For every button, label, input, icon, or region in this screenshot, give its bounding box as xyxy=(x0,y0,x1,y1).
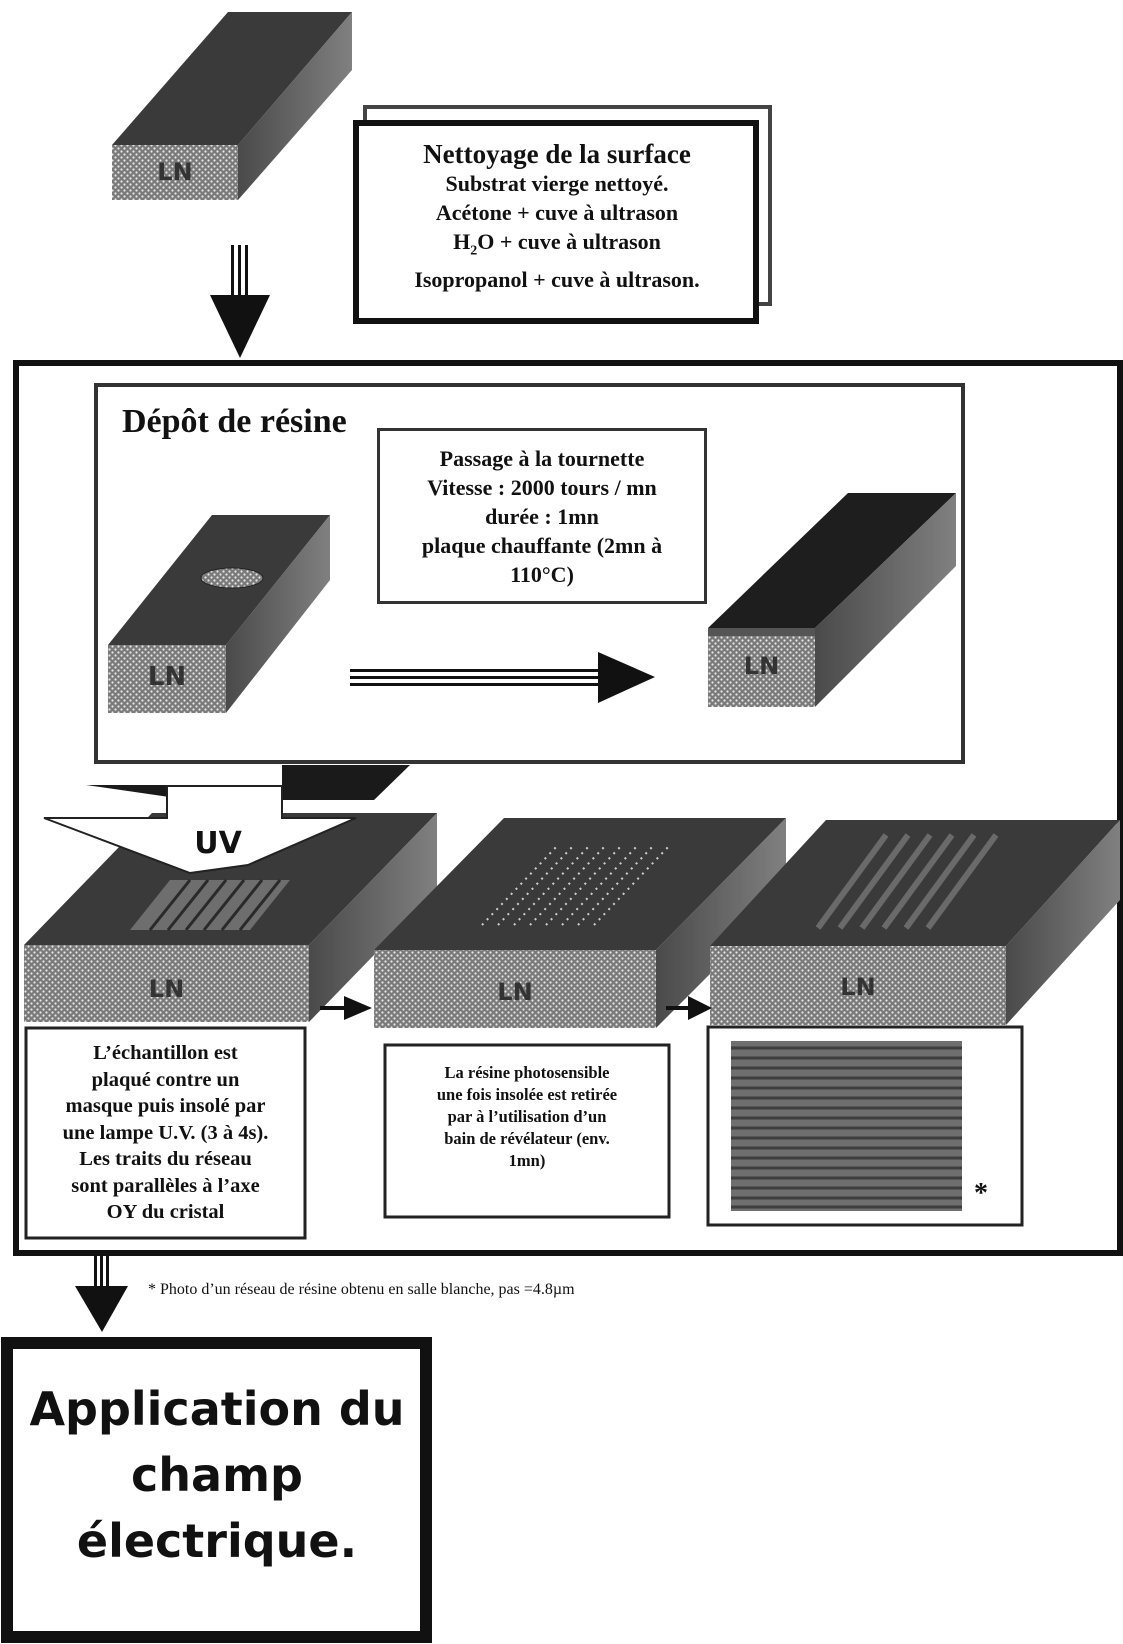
cleaning-text: Nettoyage de la surface Substrat vierge … xyxy=(362,140,752,294)
process-frame xyxy=(13,360,1123,1256)
ln-label-1: LN xyxy=(157,158,193,186)
footnote: * Photo d’un réseau de résine obtenu en … xyxy=(148,1281,575,1298)
spin-coat-box: Passage à la tournette Vitesse : 2000 to… xyxy=(377,428,707,604)
cleaning-frame-inner xyxy=(353,120,759,324)
step-arrow-2 xyxy=(666,996,712,1020)
development-box-frame xyxy=(383,1043,671,1219)
ln-label-6: LN xyxy=(840,973,876,1001)
development-line-3: par à l’utilisation d’un xyxy=(447,1107,607,1126)
development-line-4: bain de révélateur (env. xyxy=(444,1129,610,1148)
uv-label: UV xyxy=(194,826,242,861)
grating-photo xyxy=(731,1041,962,1211)
photo-asterisk: * xyxy=(974,1178,988,1209)
spin-line-1: Passage à la tournette xyxy=(439,446,645,471)
final-box-frame xyxy=(1,1337,432,1643)
cleaning-line-2: Acétone + cuve à ultrason xyxy=(435,200,679,225)
right-arrow-spin xyxy=(350,652,655,703)
ln-label-4: LN xyxy=(148,975,185,1003)
insolation-text: L’échantillon est plaqué contre un masqu… xyxy=(29,1040,302,1226)
cleaning-line-1: Substrat vierge nettoyé. xyxy=(445,171,669,196)
mask-lines xyxy=(148,879,282,931)
ln-label-5: LN xyxy=(497,978,533,1006)
ln-label-2: LN xyxy=(147,662,187,692)
cleaning-sub-2: 2 xyxy=(470,243,478,259)
development-text: La résine photosensible une fois insolée… xyxy=(388,1062,666,1172)
development-line-2: une fois insolée est retirée xyxy=(436,1085,618,1104)
ln-block-raw xyxy=(112,12,352,200)
spin-line-3: durée : 1mn xyxy=(485,504,599,529)
down-arrow-2 xyxy=(75,1256,128,1332)
ln-block-drop xyxy=(108,515,330,713)
insolation-line-2: plaqué contre un xyxy=(91,1068,240,1091)
insolation-line-7: OY du cristal xyxy=(106,1201,225,1223)
uv-arrow xyxy=(43,765,410,875)
final-line-1: Application du xyxy=(29,1382,405,1436)
cleaning-line-4: Isopropanol + cuve à ultrason. xyxy=(414,267,700,293)
cleaning-rest: O + cuve à ultrason xyxy=(477,229,661,254)
insolation-line-4: une lampe U.V. (3 à 4s). xyxy=(62,1121,269,1144)
deposit-frame xyxy=(94,383,965,764)
insolation-box-frame xyxy=(24,1026,307,1240)
deposit-title: Dépôt de résine xyxy=(122,403,347,440)
cleaning-title: Nettoyage de la surface xyxy=(423,139,691,169)
insolation-line-6: sont parallèles à l’axe xyxy=(71,1174,260,1197)
spin-line-5: 110°C) xyxy=(510,562,574,587)
resin-drop xyxy=(200,567,264,589)
grating-ridges xyxy=(815,833,999,930)
final-line-3: électrique. xyxy=(76,1514,358,1568)
down-arrow-1 xyxy=(210,245,270,358)
insolation-line-3: masque puis insolé par xyxy=(65,1095,266,1117)
insolation-line-5: Les traits du réseau xyxy=(79,1148,252,1170)
cleaning-h: H xyxy=(453,229,471,254)
development-line-1: La résine photosensible xyxy=(444,1063,610,1082)
spin-line-4: plaque chauffante (2mn à xyxy=(421,533,663,558)
spin-line-2: Vitesse : 2000 tours / mn xyxy=(427,475,657,500)
ln-label-3: LN xyxy=(743,652,780,680)
final-line-2: champ xyxy=(131,1448,303,1502)
final-text: Application du champ électrique. xyxy=(20,1376,414,1574)
step-arrow-1 xyxy=(320,996,372,1020)
development-line-5: 1mn) xyxy=(508,1151,546,1170)
exposed-grid-lines xyxy=(481,844,671,926)
ln-block-exposed xyxy=(374,818,786,1028)
cleaning-line-3: H2O + cuve à ultrason xyxy=(362,227,752,265)
insolation-line-1: L’échantillon est xyxy=(93,1042,238,1064)
ln-block-coated xyxy=(708,493,956,707)
